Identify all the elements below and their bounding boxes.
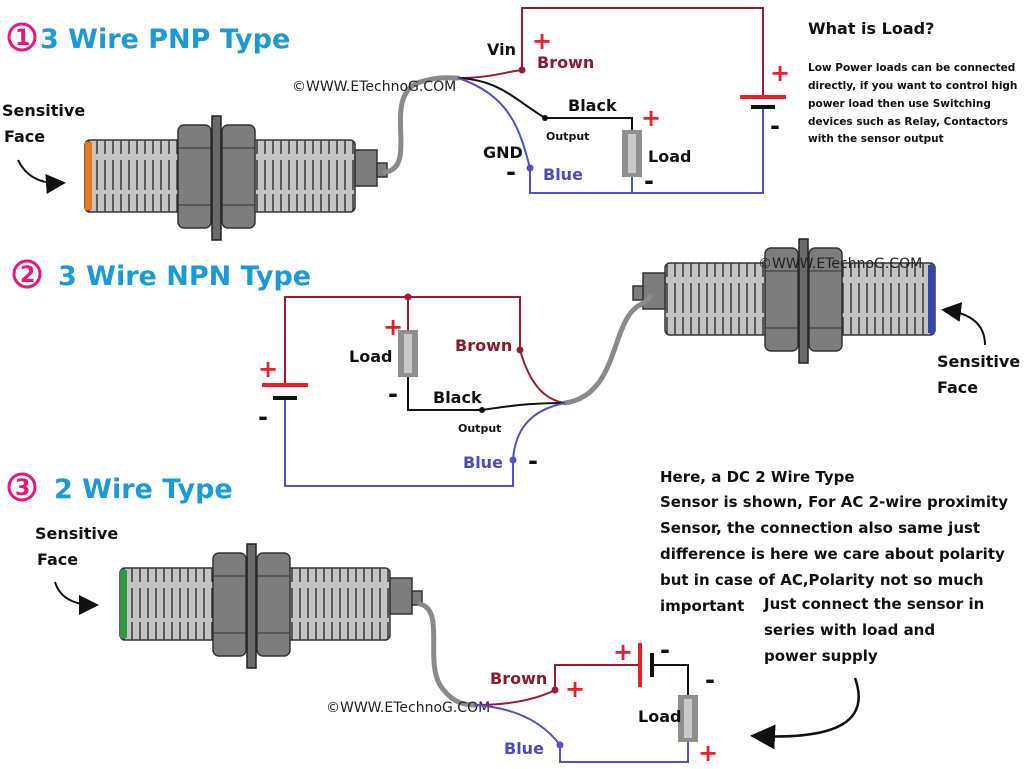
brown-wire <box>519 349 566 404</box>
ground-wire <box>284 398 514 487</box>
minus-sign: - <box>644 167 654 195</box>
minus-sign: - <box>258 403 268 431</box>
positive-supply-wire <box>554 664 640 690</box>
text-line: with the sensor output <box>808 133 944 145</box>
minus-sign: - <box>660 636 670 664</box>
section-number: 3 <box>15 476 30 501</box>
battery-icon <box>262 383 308 400</box>
blue-wire <box>457 77 531 169</box>
load-label: Load <box>349 347 392 366</box>
two-wire-note: Here, a DC 2 Wire Type Sensor is shown, … <box>660 468 1008 665</box>
load-info-text: Low Power loads can be connected directl… <box>808 62 1017 145</box>
positive-supply-wire <box>521 7 764 97</box>
text-line: devices such as Relay, Contactors <box>808 116 1008 128</box>
pointer-arrow-icon <box>941 302 986 346</box>
text-line: but in case of AC,Polarity not so much <box>660 571 984 589</box>
sensitive-face-label: Face <box>4 127 45 146</box>
section-number-circle <box>7 22 37 52</box>
minus-sign: - <box>770 112 780 140</box>
section-npn: 2 3 Wire NPN Type ©WWW.ETechnoG.COM Sens… <box>12 238 1020 487</box>
section-pnp: 1 3 Wire PNP Type Sensitive Face ©WWW.ET… <box>2 7 1017 241</box>
text-line: Just connect the sensor in <box>763 595 984 613</box>
section-number: 1 <box>15 26 30 51</box>
battery-icon <box>740 95 786 109</box>
brown-wire <box>474 689 556 706</box>
plus-sign: + <box>383 313 403 341</box>
pointer-arrow-icon <box>54 581 99 615</box>
plus-sign: + <box>258 355 278 383</box>
vin-label: Vin <box>487 40 516 59</box>
text-line: power supply <box>764 647 878 665</box>
plus-sign: + <box>532 27 552 55</box>
battery-icon <box>638 643 654 687</box>
section-title: 3 Wire PNP Type <box>40 24 290 55</box>
section-2-wire: 3 2 Wire Type Sensitive Face ©WWW.ETechn… <box>7 468 1008 767</box>
load-info-heading: What is Load? <box>808 19 934 38</box>
watermark: ©WWW.ETechnoG.COM <box>326 700 490 716</box>
plus-sign: + <box>641 104 661 132</box>
section-number-circle <box>12 259 42 289</box>
blue-wire <box>512 402 566 461</box>
positive-supply-wire <box>284 296 521 385</box>
brown-label: Brown <box>455 336 512 355</box>
load-label: Load <box>638 707 681 726</box>
pointer-arrow-icon <box>750 677 860 750</box>
sensor-cable <box>382 75 461 175</box>
load-label: Load <box>648 147 691 166</box>
pointer-arrow-icon <box>17 159 66 194</box>
text-line: series with load and <box>764 621 935 639</box>
minus-sign: - <box>388 380 398 408</box>
sensitive-face-label: Face <box>37 550 78 569</box>
ground-wire <box>529 107 764 194</box>
plus-sign: + <box>613 638 633 666</box>
minus-sign: - <box>705 666 715 694</box>
text-line: difference is here we care about polarit… <box>660 545 1005 563</box>
plus-sign: + <box>770 59 790 87</box>
text-line: Here, a DC 2 Wire Type <box>660 468 855 486</box>
output-wire <box>407 377 482 411</box>
brown-label: Brown <box>490 669 547 688</box>
text-line: power load then use Switching <box>808 98 991 110</box>
black-wire <box>481 402 566 411</box>
pnp-sensor <box>84 115 388 241</box>
blue-label: Blue <box>504 739 544 758</box>
sensor-cable <box>562 293 653 406</box>
load-icon <box>622 130 642 177</box>
plus-sign: + <box>565 675 585 703</box>
sensitive-face-label: Sensitive <box>35 524 118 543</box>
blue-label: Blue <box>543 165 583 184</box>
section-number-circle <box>7 472 37 502</box>
minus-sign: - <box>506 158 516 186</box>
text-line: important <box>660 597 744 615</box>
watermark: ©WWW.ETechnoG.COM <box>292 79 456 95</box>
sensitive-face-label: Face <box>937 378 978 397</box>
sensitive-face-label: Sensitive <box>2 101 85 120</box>
text-line: directly, if you want to control high <box>808 80 1017 92</box>
blue-label: Blue <box>463 453 503 472</box>
2-wire-sensor <box>119 543 423 669</box>
black-wire <box>457 77 546 119</box>
section-title: 3 Wire NPN Type <box>58 261 311 292</box>
blue-wire <box>474 704 561 746</box>
black-label: Black <box>568 96 617 115</box>
minus-sign: - <box>528 447 538 475</box>
text-line: Low Power loads can be connected <box>808 62 1015 74</box>
output-wire <box>545 117 633 130</box>
watermark: ©WWW.ETechnoG.COM <box>758 256 922 272</box>
output-label: Output <box>458 422 501 435</box>
return-wire <box>559 742 689 763</box>
section-number: 2 <box>20 263 35 288</box>
section-title: 2 Wire Type <box>54 474 233 505</box>
sensitive-face-label: Sensitive <box>937 352 1020 371</box>
text-line: Sensor, the connection also same just <box>660 519 980 537</box>
text-line: Sensor is shown, For AC 2-wire proximity <box>660 493 1008 511</box>
brown-label: Brown <box>537 53 594 72</box>
brown-wire <box>457 69 523 79</box>
output-label: Output <box>546 130 589 143</box>
plus-sign: + <box>698 739 718 767</box>
black-label: Black <box>433 388 482 407</box>
sensor-cable <box>417 601 478 708</box>
gnd-label: GND <box>483 143 523 162</box>
